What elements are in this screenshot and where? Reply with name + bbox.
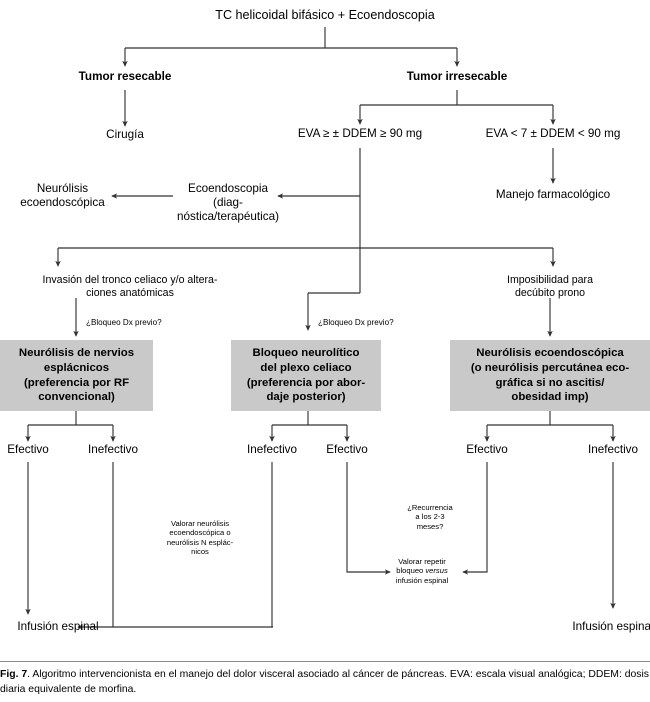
note-repeat-text-1: Valorar repetir bloqueo [396, 557, 446, 576]
note-recurrencia: ¿Recurrencia a los 2-3 meses? [407, 503, 453, 531]
figure-caption: Fig. 7. Algoritmo intervencionista en el… [0, 668, 650, 698]
box-neurolisis-nervios-esplacnicos[interactable]: Neurólisis de nervios esplácnicos (prefe… [0, 340, 153, 411]
box-neurolisis-ecoendoscopica[interactable]: Neurólisis ecoendoscópica (o neurólisis … [450, 340, 650, 411]
node-infusion-espinal-left: Infusión espinal [17, 620, 99, 633]
node-manejo-farmacologico: Manejo farmacológico [495, 188, 611, 201]
figure-number: Fig. 7 [0, 669, 28, 680]
label-bloqueo-dx-previo-left: ¿Bloqueo Dx previo? [86, 318, 162, 327]
node-tumor-irresecable: Tumor irresecable [406, 70, 508, 83]
node-ecoendoscopia: Ecoendoscopia (diag- nóstica/terapéutica… [177, 182, 279, 223]
node-root: TC helicoidal bifásico + Ecoendoscopia [215, 8, 435, 22]
node-cirugia: Cirugía [106, 128, 144, 141]
note-repeat-versus: versus [425, 566, 448, 576]
figure-caption-text: . Algoritmo intervencionista en el manej… [0, 669, 649, 695]
note-valorar-neurolisis: Valorar neurólisis ecoendoscópica o neur… [166, 519, 234, 557]
node-neurolisis-ecoendoscopica: Neurólisis ecoendoscópica [20, 182, 105, 209]
note-repeat-text-2: infusión espinal [395, 575, 449, 585]
label-bloqueo-dx-previo-mid: ¿Bloqueo Dx previo? [318, 318, 394, 327]
node-infusion-espinal-right: Infusión espinal [572, 620, 650, 633]
outcome-mid-efectivo: Efectivo [326, 443, 368, 456]
node-imposibilidad-decubito-prono: Imposibilidad para decúbito prono [507, 274, 593, 299]
outcome-right-inefectivo: Inefectivo [587, 443, 639, 456]
node-tumor-resecable: Tumor resecable [78, 70, 172, 83]
node-eva-high: EVA ≥ ± DDEM ≥ 90 mg [297, 127, 423, 140]
caption-divider [0, 661, 650, 662]
outcome-left-efectivo: Efectivo [7, 443, 49, 456]
node-eva-low: EVA < 7 ± DDEM < 90 mg [485, 127, 621, 140]
note-valorar-repetir-bloqueo: Valorar repetir bloqueo versus infusión … [386, 557, 458, 585]
outcome-mid-inefectivo: Inefectivo [246, 443, 298, 456]
node-invasion-tronco-celiaco: Invasión del tronco celiaco y/o altera- … [42, 274, 218, 299]
outcome-right-efectivo: Efectivo [466, 443, 508, 456]
outcome-left-inefectivo: Inefectivo [87, 443, 139, 456]
box-bloqueo-neurolitico-plexo-celiaco[interactable]: Bloqueo neurolítico del plexo celiaco (p… [231, 340, 381, 411]
